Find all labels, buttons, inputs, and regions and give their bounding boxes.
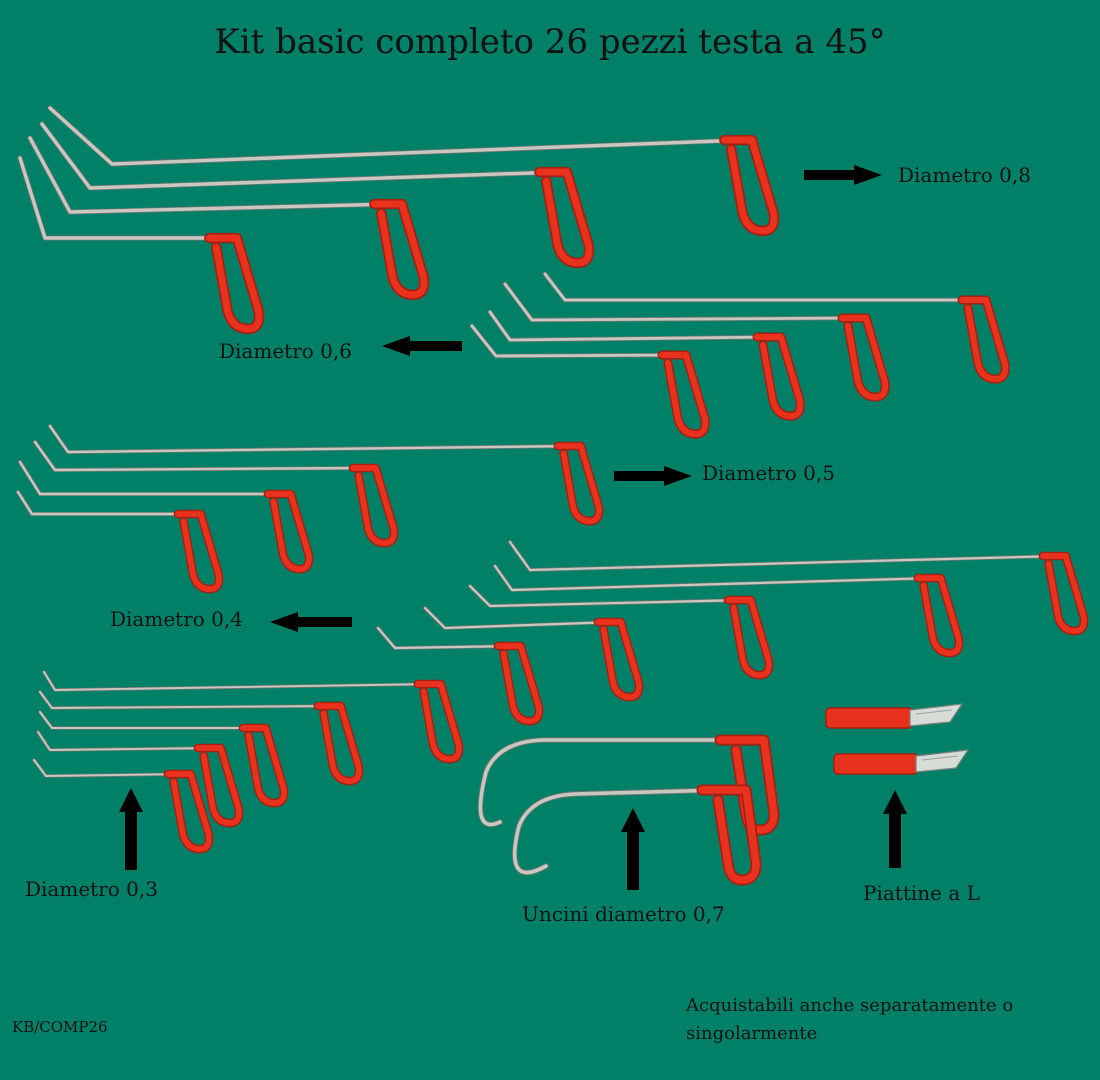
rod-06-2	[502, 281, 890, 402]
label-uncini-diametro-07: Uncini diametro 0,7	[522, 902, 725, 926]
rod-08-2	[39, 121, 595, 269]
rod-08-3	[27, 135, 430, 301]
rod-04-3	[468, 584, 774, 680]
rod-tools	[16, 105, 1089, 854]
label-diametro-06: Diametro 0,6	[219, 339, 352, 363]
rod-08-1	[47, 105, 780, 237]
arrow-right-08	[804, 165, 882, 185]
hook-07-2	[512, 784, 762, 886]
arrow-left-04	[270, 612, 352, 632]
pointer-arrows	[119, 165, 907, 890]
rod-04-1	[508, 540, 1089, 636]
plate-l-2	[833, 749, 970, 775]
arrow-up-uncini	[621, 808, 645, 890]
rod-04-2	[493, 564, 964, 658]
arrow-up-03	[119, 788, 143, 870]
label-diametro-03: Diametro 0,3	[25, 877, 158, 901]
rod-05-4	[16, 490, 224, 594]
page-title: Kit basic completo 26 pezzi testa a 45°	[214, 22, 886, 62]
product-code: KB/COMP26	[12, 1018, 108, 1036]
label-diametro-04: Diametro 0,4	[110, 607, 243, 631]
arrow-right-05	[614, 466, 692, 486]
label-diametro-05: Diametro 0,5	[702, 461, 835, 485]
rod-06-1	[542, 271, 1010, 384]
rod-03-3	[38, 710, 289, 808]
rod-03-2	[38, 690, 364, 786]
arrow-left-06	[382, 336, 462, 356]
rod-06-3	[487, 309, 805, 421]
availability-note: Acquistabili anche separatamente o singo…	[686, 995, 1014, 1044]
plate-l-1	[825, 703, 964, 729]
rod-05-1	[48, 424, 604, 526]
label-piattine-a-l: Piattine a L	[863, 881, 980, 905]
rod-06-4	[469, 323, 710, 439]
l-plate-tools	[825, 703, 970, 775]
rod-05-3	[18, 460, 314, 574]
rod-04-4	[423, 606, 644, 702]
rod-04-5	[376, 626, 544, 726]
rod-08-4	[17, 155, 265, 335]
rod-05-2	[33, 440, 399, 548]
rod-03-4	[36, 730, 244, 828]
hook-tools	[477, 734, 780, 886]
arrow-up-piattine	[883, 790, 907, 868]
rod-03-1	[42, 670, 464, 764]
label-diametro-08: Diametro 0,8	[898, 163, 1031, 187]
rod-03-5	[32, 758, 214, 854]
